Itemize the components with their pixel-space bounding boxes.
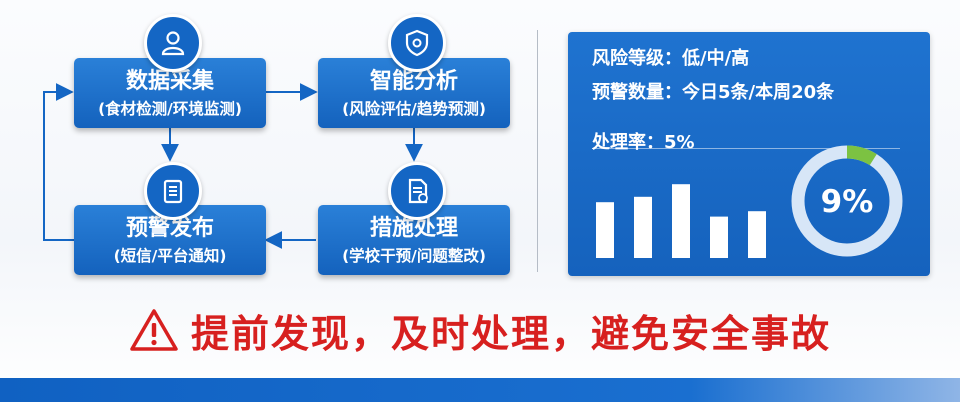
warning-icon xyxy=(130,309,178,351)
step-title: 智能分析 xyxy=(369,69,458,94)
shield-icon xyxy=(388,14,446,72)
process-flow: 数据采集 (食材检测/环境监测) 智能分析 (风险评估/趋势预测) 措施处理 (… xyxy=(0,0,540,290)
bar-5 xyxy=(748,211,766,258)
gauge-value-label: 9% xyxy=(821,184,874,220)
slogan-banner: 提前发现，及时处理，避免安全事故 xyxy=(0,298,960,362)
warning-count-text: 预警数量：今日5条/本周20条 xyxy=(592,82,835,103)
risk-level-text: 风险等级：低/中/高 xyxy=(592,48,750,69)
bar-3 xyxy=(672,184,690,258)
step-subtitle: (风险评估/趋势预测) xyxy=(342,100,486,118)
bar-chart xyxy=(596,184,766,258)
flow-arrows xyxy=(43,83,423,249)
step-subtitle: (学校干预/问题整改) xyxy=(342,247,486,265)
gauge-value-arc xyxy=(791,145,903,257)
step-warning-publish: 预警发布 (短信/平台通知) xyxy=(74,205,266,275)
clipboard-icon xyxy=(144,162,202,220)
slogan-text: 提前发现，及时处理，避免安全事故 xyxy=(190,311,831,356)
bar-4 xyxy=(710,216,728,258)
section-divider xyxy=(537,30,538,272)
arrow-feedback-loop xyxy=(43,83,74,241)
warning-stats-panel: 风险等级：低/中/高 预警数量：今日5条/本周20条 处理率：5% 9% xyxy=(568,32,930,276)
step-title: 措施处理 xyxy=(369,216,458,241)
step-subtitle: (短信/平台通知) xyxy=(113,247,227,265)
bottom-bar xyxy=(0,378,960,402)
handling-rate-text: 处理率：5% xyxy=(592,132,695,153)
step-title: 数据采集 xyxy=(125,69,214,94)
panel-separator xyxy=(592,148,900,149)
bar-2 xyxy=(634,196,652,258)
user-icon xyxy=(144,14,202,72)
document-icon xyxy=(388,162,446,220)
handling-rate-gauge: 9% xyxy=(791,145,903,257)
step-measure-handling: 措施处理 (学校干预/问题整改) xyxy=(318,205,510,275)
bar-1 xyxy=(596,202,614,258)
step-title: 预警发布 xyxy=(125,216,214,241)
step-subtitle: (食材检测/环境监测) xyxy=(98,100,242,118)
